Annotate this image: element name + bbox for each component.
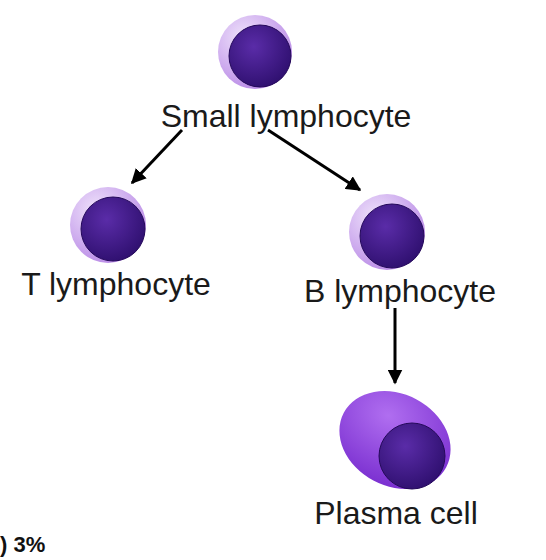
cell-membrane [218, 15, 292, 89]
cell-label: T lymphocyte [0, 266, 258, 302]
cell-node: T lymphocyte [14, 183, 218, 301]
cell-label: B lymphocyte [257, 273, 543, 309]
cell-membrane [349, 194, 425, 270]
cell-membrane [70, 187, 146, 263]
cell-nucleus [360, 204, 424, 268]
cell-nucleus [81, 197, 145, 261]
differentiation-arrow [268, 130, 360, 190]
cell-node: Plasma cell [320, 383, 472, 533]
differentiation-arrow [394, 308, 397, 383]
cell-node: B lymphocyte [297, 190, 503, 308]
cell-label: Small lymphocyte [110, 98, 462, 134]
answer-fragment: ) 3% [0, 532, 45, 558]
cell-nucleus [379, 423, 445, 489]
cell-node: Small lymphocyte [150, 18, 422, 130]
differentiation-arrow [132, 130, 182, 183]
plasma-cytoplasm [322, 372, 468, 508]
cell-nucleus [229, 25, 291, 87]
cell-label: Plasma cell [280, 495, 512, 531]
